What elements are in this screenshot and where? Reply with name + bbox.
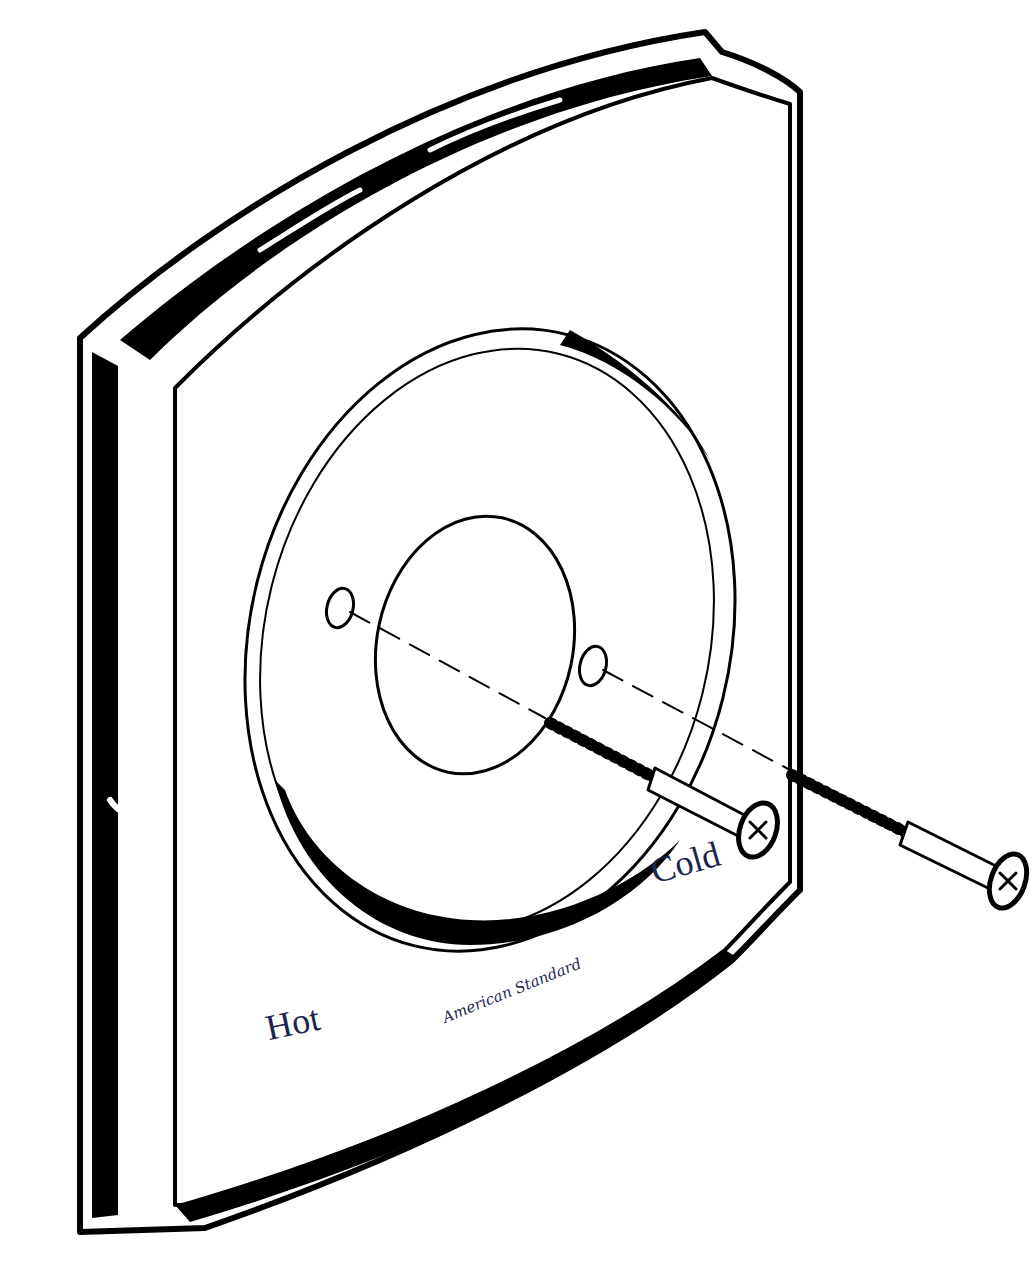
plate-side (92, 352, 118, 1218)
plate-outline (80, 32, 800, 1232)
screw (548, 722, 784, 862)
plate-top-shine (260, 190, 360, 250)
center-hole (352, 497, 598, 792)
plate-side-light (128, 372, 150, 1210)
screw-hole (576, 643, 611, 688)
escutcheon-shadow (275, 780, 680, 945)
screw-hole (323, 585, 358, 630)
escutcheon-ring (181, 276, 799, 1003)
escutcheon-inner-ring (200, 300, 774, 980)
center-line (603, 670, 790, 770)
center-line (350, 612, 545, 718)
plate-side-shine (110, 800, 150, 822)
plate-bottom-edge (175, 950, 738, 1222)
screw (792, 775, 1032, 913)
